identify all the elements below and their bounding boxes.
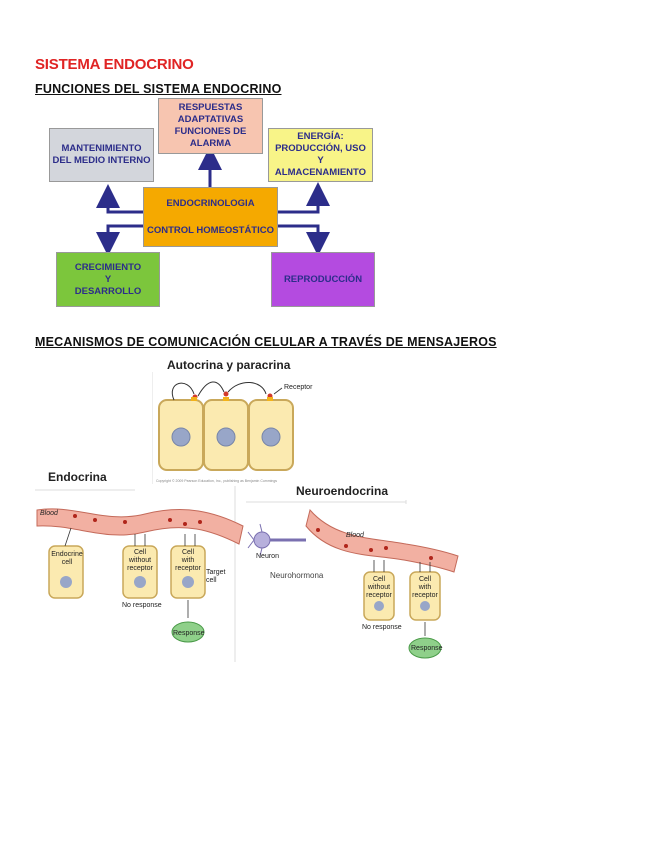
- arrow-mantenimiento: [96, 184, 143, 214]
- autocrina-title: Autocrina y paracrina: [167, 358, 291, 372]
- arrow-crecimiento: [96, 224, 143, 256]
- neuroendocrina-title: Neuroendocrina: [296, 484, 389, 498]
- cell-without-receptor-label: Cell without receptor: [127, 549, 153, 572]
- box-respuestas-label: RESPUESTAS ADAPTATIVAS FUNCIONES DE ALAR…: [174, 102, 247, 149]
- endocrina-blood-label: Blood: [40, 510, 58, 517]
- box-crecimiento-label: CRECIMIENTO Y DESARROLLO: [74, 261, 142, 297]
- box-crecimiento: CRECIMIENTO Y DESARROLLO: [56, 252, 160, 307]
- neuro-cell-without-receptor-label: Cell without receptor: [366, 576, 392, 599]
- receptor-label: Receptor: [284, 384, 313, 391]
- box-mantenimiento: MANTENIMIENTO DEL MEDIO INTERNO: [49, 128, 154, 182]
- autocrina-illustration: Copyright © 2009 Pearson Education, Inc.…: [152, 372, 294, 484]
- center-line2: CONTROL HOMEOSTÁTICO: [146, 224, 275, 236]
- arrow-reproduccion: [278, 224, 330, 256]
- box-energia: ENERGÍA: PRODUCCIÓN, USO Y ALMACENAMIENT…: [268, 128, 373, 182]
- section-heading-mecanismos: MECANISMOS DE COMUNICACIÓN CELULAR A TRA…: [35, 335, 497, 349]
- box-respuestas: RESPUESTAS ADAPTATIVAS FUNCIONES DE ALAR…: [158, 98, 263, 154]
- center-line1: ENDOCRINOLOGIA: [166, 197, 255, 209]
- neuro-blood-label: Blood: [346, 532, 364, 539]
- box-endocrinologia: ENDOCRINOLOGIA CONTROL HOMEOSTÁTICO: [143, 187, 278, 247]
- neurohormona-label: Neurohormona: [270, 571, 324, 580]
- box-reproduccion: REPRODUCCIÓN: [271, 252, 375, 307]
- diagram-arrows: [96, 146, 330, 256]
- cell-with-receptor-label: Cell with receptor: [175, 549, 201, 572]
- endocrina-title: Endocrina: [48, 470, 107, 484]
- arrow-energia: [278, 182, 330, 214]
- autocrina-copyright: Copyright © 2009 Pearson Education, Inc.…: [156, 479, 277, 483]
- section-heading-funciones: FUNCIONES DEL SISTEMA ENDOCRINO: [35, 82, 282, 96]
- box-reproduccion-label: REPRODUCCIÓN: [283, 273, 363, 285]
- neuron-label: Neuron: [256, 553, 279, 560]
- target-cell-label: Target cell: [206, 569, 226, 584]
- neuro-cell-with-receptor-label: Cell with receptor: [412, 576, 438, 599]
- box-energia-label: ENERGÍA: PRODUCCIÓN, USO Y ALMACENAMIENT…: [274, 131, 367, 178]
- endocrina-response: Response: [173, 630, 205, 637]
- neuroendocrina-illustration: [246, 500, 459, 659]
- neuro-no-response: No response: [362, 624, 402, 631]
- endocrina-no-response: No response: [122, 602, 162, 609]
- neuro-response: Response: [411, 645, 443, 652]
- page-title: SISTEMA ENDOCRINO: [35, 56, 194, 73]
- box-mantenimiento-label: MANTENIMIENTO DEL MEDIO INTERNO: [52, 143, 151, 166]
- endocrina-illustration: [35, 486, 244, 662]
- endocrine-cell-label: Endocrine cell: [51, 551, 83, 566]
